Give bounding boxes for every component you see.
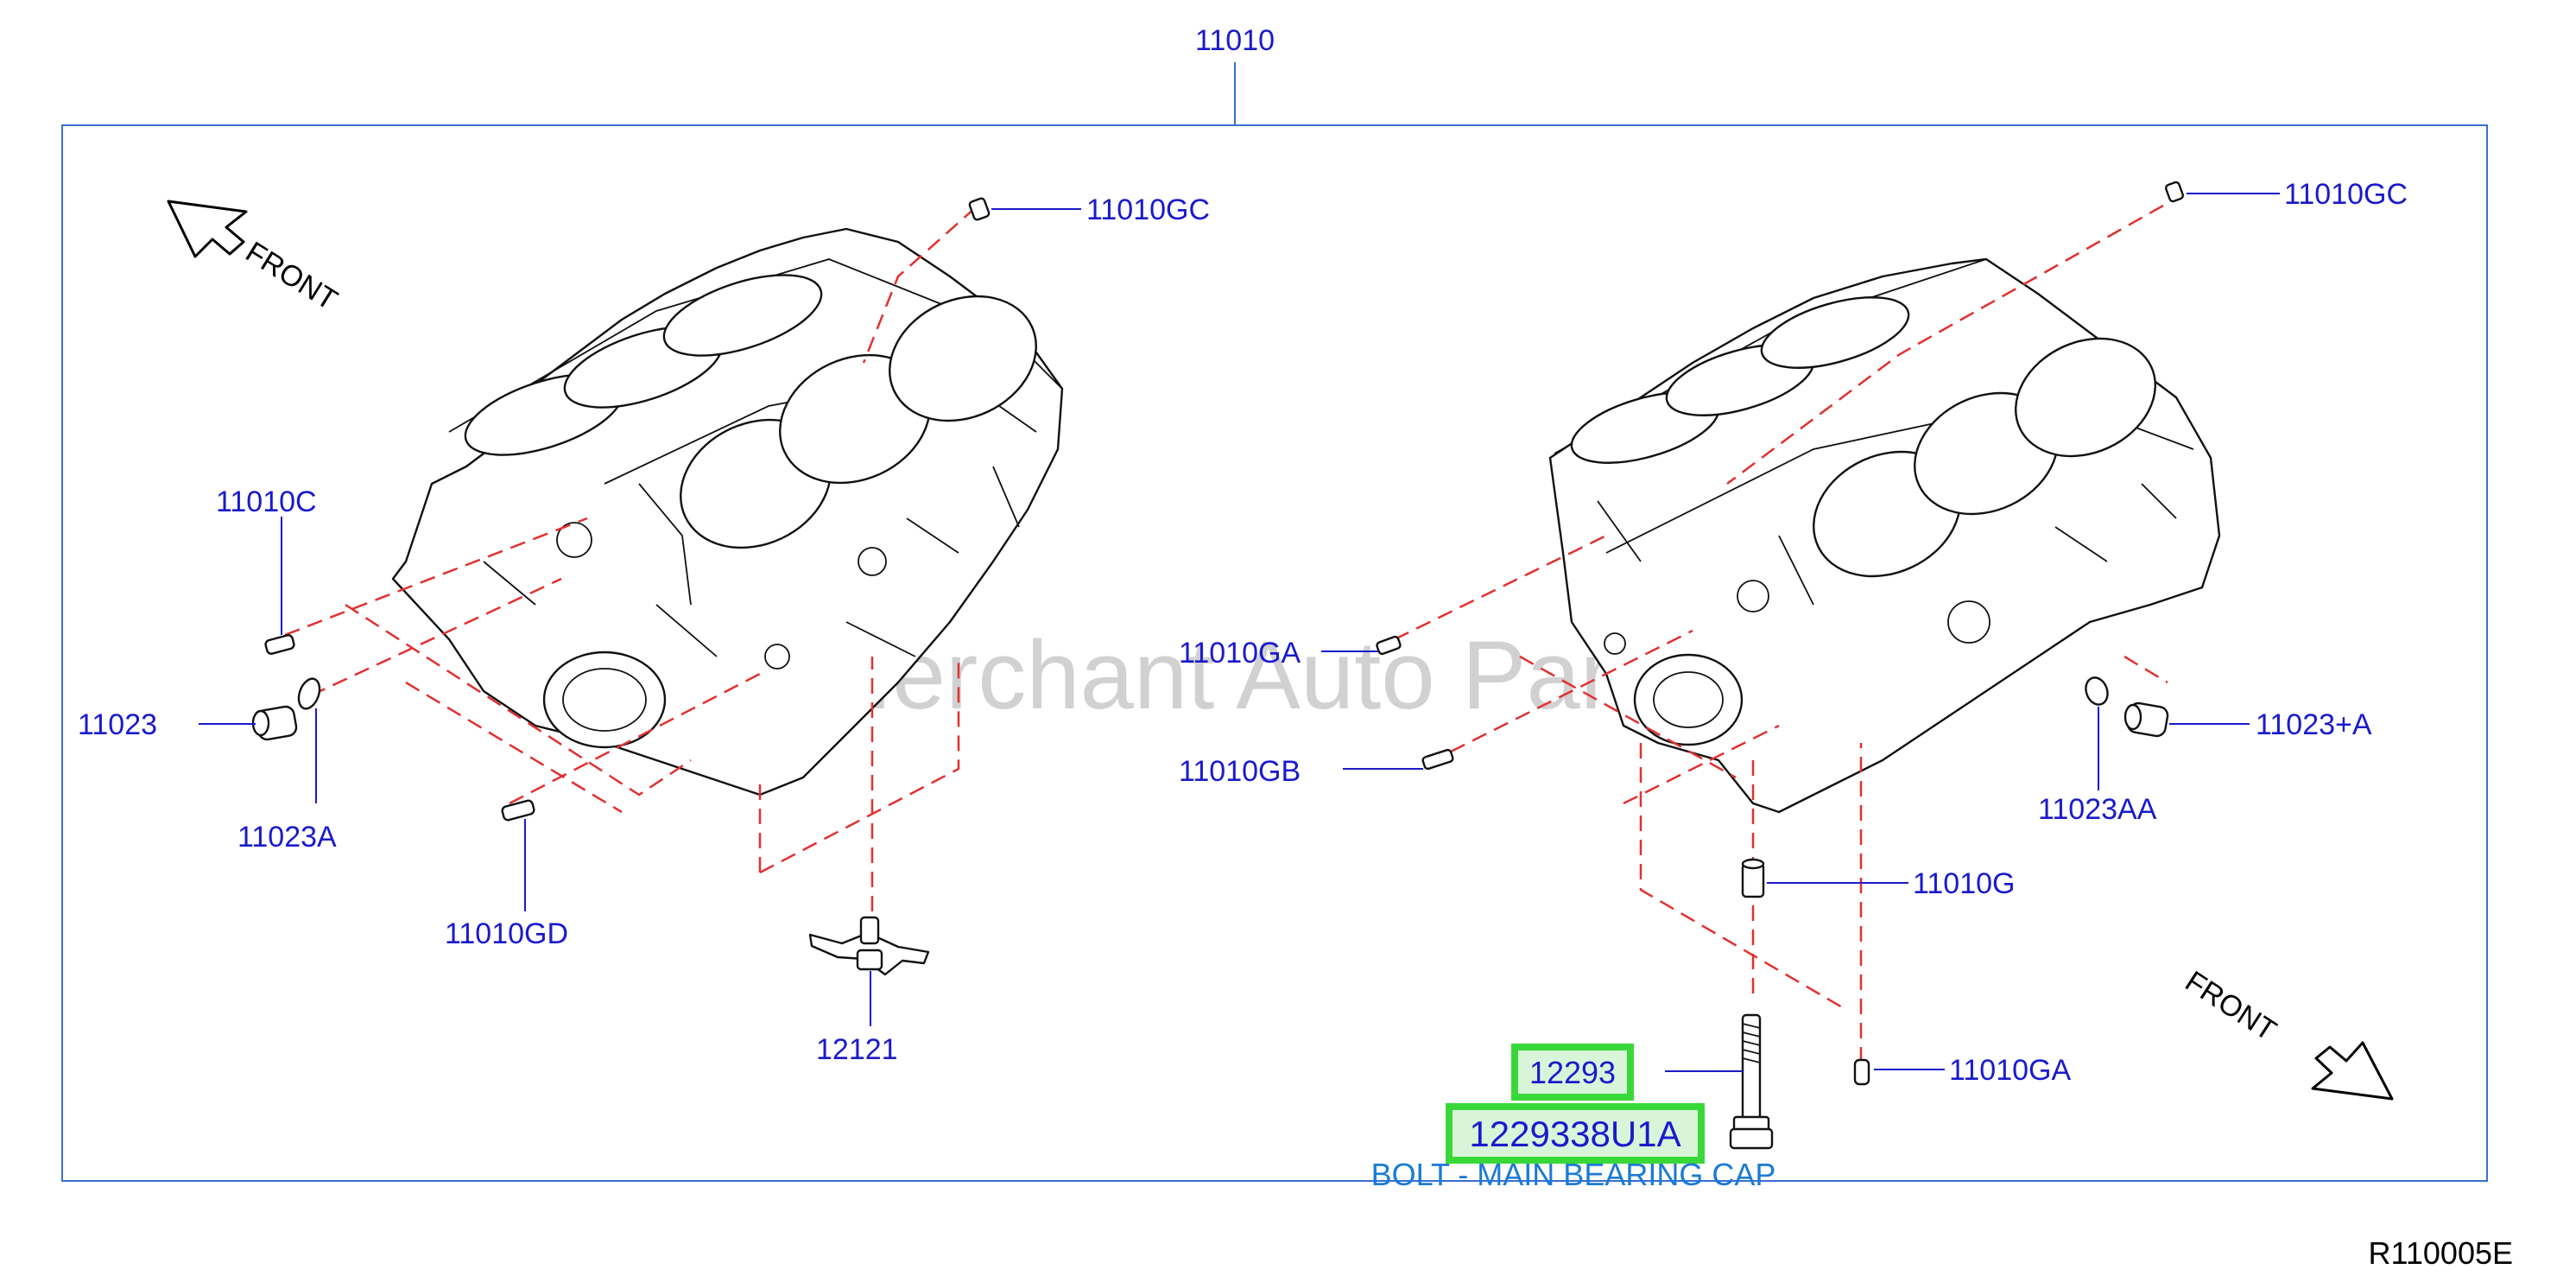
highlight-box-1229338u1a [1446,1103,1705,1164]
label-11010gd[interactable]: 11010GD [445,917,568,950]
o-ring-11023aa-icon [2085,676,2109,706]
front-arrow-left-icon [167,200,248,258]
plug-11023-icon [251,705,298,741]
pin-11010gd-icon [501,799,535,822]
label-12293[interactable]: 12293 [1529,1055,1616,1090]
label-12121[interactable]: 12121 [816,1033,898,1066]
cylinder-block-right [1548,257,2221,814]
assembly-number[interactable]: 11010 [1195,24,1275,57]
o-ring-11023a-icon [297,677,321,710]
front-label-right: FRONT [2180,965,2282,1048]
reference-code: R110005E [2369,1235,2513,1271]
front-arrow-right-icon [2311,1041,2394,1101]
bolt-main-bearing-cap-icon [1729,1013,1774,1150]
pin-11010c-icon [264,634,295,655]
pin-11010gc-right-icon [2164,181,2185,203]
pin-11010ga-upper-icon [1376,635,1402,656]
assembly-lines-right [1394,204,2168,1063]
label-11010gc-right[interactable]: 11010GC [2284,178,2408,211]
label-11023[interactable]: 11023 [78,708,157,741]
oil-jet-12121-icon [808,916,930,976]
label-11010c[interactable]: 11010C [216,486,317,518]
label-1229338u1a[interactable]: 1229338U1A [1469,1114,1680,1154]
highlight-box-12293 [1511,1044,1634,1101]
pin-11010ga-lower-icon [1853,1058,1870,1086]
pin-11010gb-icon [1421,748,1454,771]
cylinder-block-left [391,227,1064,796]
label-11010gc-left[interactable]: 11010GC [1086,194,1210,226]
label-11010g[interactable]: 11010G [1913,867,2015,900]
dowel-11010g-icon [1741,858,1765,898]
caption-bolt-main-bearing-cap[interactable]: BOLT - MAIN BEARING CAP [1371,1157,1776,1192]
label-11010ga-lower[interactable]: 11010GA [1949,1054,2071,1087]
assembly-lines-left [284,206,977,911]
label-11023-plus-a[interactable]: 11023+A [2256,708,2372,741]
diagram-frame [61,124,2488,1182]
label-11010ga-upper[interactable]: 11010GA [1179,637,1301,670]
plug-11023-a-icon [2123,701,2169,738]
label-11010gb[interactable]: 11010GB [1179,755,1301,788]
label-11023a[interactable]: 11023A [237,821,337,854]
label-11023aa[interactable]: 11023AA [2038,793,2157,826]
front-label-left: FRONT [240,236,343,317]
pin-11010gc-left-icon [968,197,991,221]
